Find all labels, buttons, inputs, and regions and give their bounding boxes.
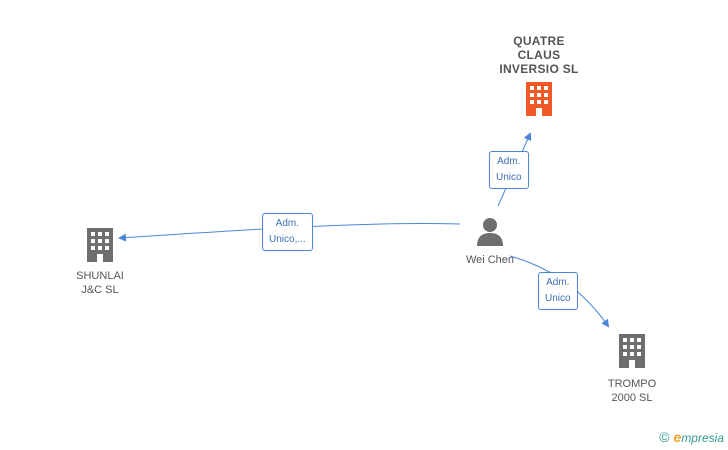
node-person-label: Wei Chen [465, 254, 515, 266]
building-icon [619, 334, 645, 368]
brand-e-letter: e [673, 429, 682, 445]
person-icon [477, 218, 503, 246]
node-shunlai[interactable]: SHUNLAI J&C SL [60, 228, 140, 297]
edge-line-shunlai [118, 223, 461, 242]
empresia-logo: ©empresia [659, 429, 724, 445]
node-trompo-label: TROMPO 2000 SL [607, 378, 657, 404]
building-icon [526, 82, 552, 116]
edge-label-trompo[interactable]: Adm. Unico [538, 272, 578, 310]
node-quatre-claus-label: QUATRE CLAUS INVERSIO SL [499, 34, 579, 76]
node-quatre-claus[interactable]: QUATRE CLAUS INVERSIO SL [478, 34, 600, 121]
edge-label-shunlai[interactable]: Adm. Unico,... [262, 213, 313, 251]
node-shunlai-label: SHUNLAI J&C SL [76, 270, 124, 296]
node-person-wei-chen[interactable]: Wei Chen [452, 216, 528, 267]
building-icon [87, 228, 113, 262]
node-trompo[interactable]: TROMPO 2000 SL [592, 334, 672, 405]
copyright-symbol: © [659, 429, 670, 445]
brand-name: mpresia [681, 431, 724, 445]
edge-label-quatre[interactable]: Adm. Unico [489, 151, 529, 189]
